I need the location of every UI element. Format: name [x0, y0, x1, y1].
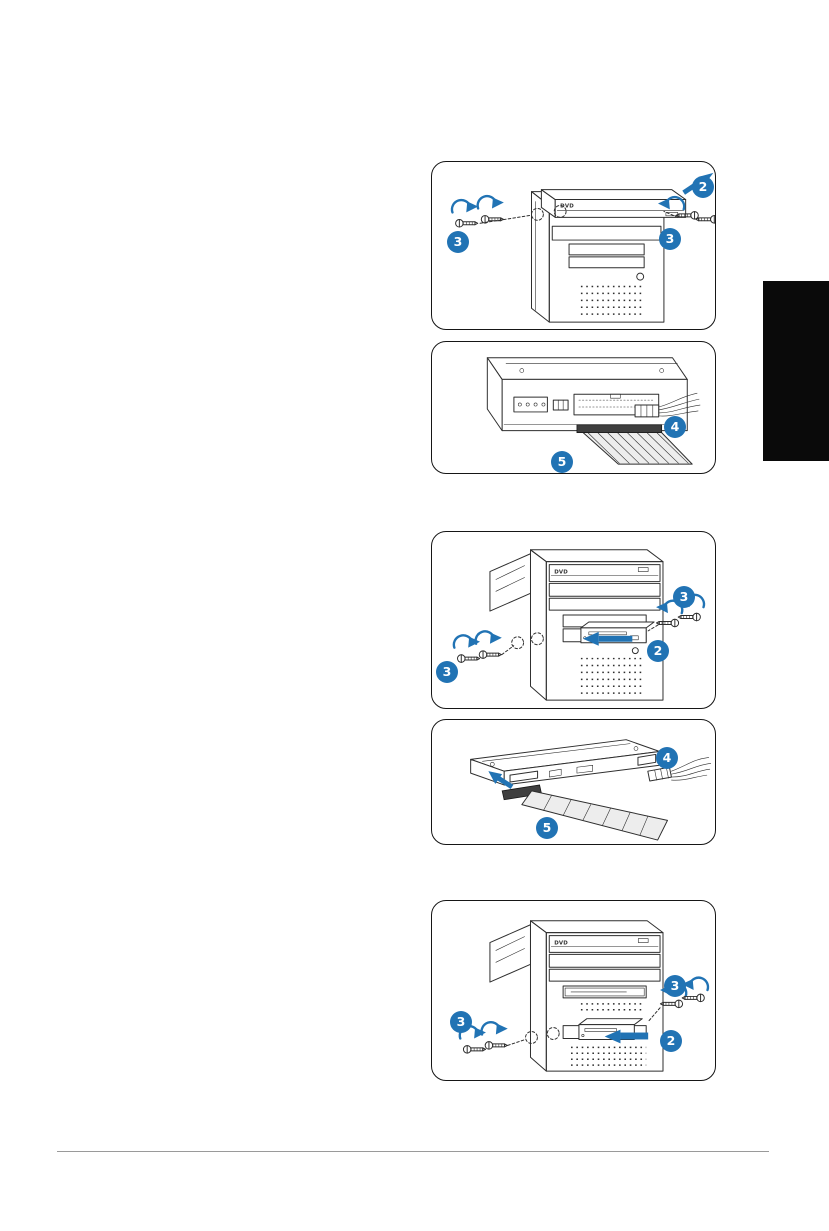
- step-badge-screw-right: 3: [659, 228, 681, 250]
- figure-floppy-install: DVD: [431, 531, 716, 709]
- step-badge-screw-left: 3: [436, 661, 458, 683]
- figure-floppy-cables: 4 5: [431, 719, 716, 845]
- step-badge-screw-right: 3: [664, 975, 686, 997]
- figure-optical-cables: 4 5: [431, 341, 716, 474]
- illustration-bay-install: DVD: [458, 920, 710, 1072]
- step-badge-insert: 2: [647, 640, 669, 662]
- step-badge-ribbon: 5: [536, 817, 558, 839]
- chapter-edge-tab: [763, 281, 829, 461]
- illustration-optical-install: DVD: [450, 172, 715, 323]
- step-badge-screw-right: 3: [673, 586, 695, 608]
- dvd-logo-text: DVD: [554, 941, 568, 947]
- step-badge-power: 4: [664, 416, 686, 438]
- step-badge-power: 4: [656, 747, 678, 769]
- footer-rule: [57, 1151, 769, 1152]
- illustration-floppy-cables: [470, 739, 712, 841]
- illustration-optical-cables: [486, 357, 701, 465]
- step-badge-screw-left: 3: [447, 231, 469, 253]
- step-badge-insert: 2: [692, 176, 714, 198]
- figure-optical-install: DVD 2 3 3: [431, 161, 716, 330]
- figure-bay-install: DVD: [431, 900, 716, 1081]
- dvd-logo-text: DVD: [554, 570, 568, 576]
- illustration-floppy-install: DVD: [452, 549, 706, 701]
- step-badge-screw-left: 3: [450, 1011, 472, 1033]
- step-badge-insert: 2: [660, 1030, 682, 1052]
- dvd-logo-text: DVD: [560, 203, 574, 209]
- step-badge-ide: 5: [551, 451, 573, 473]
